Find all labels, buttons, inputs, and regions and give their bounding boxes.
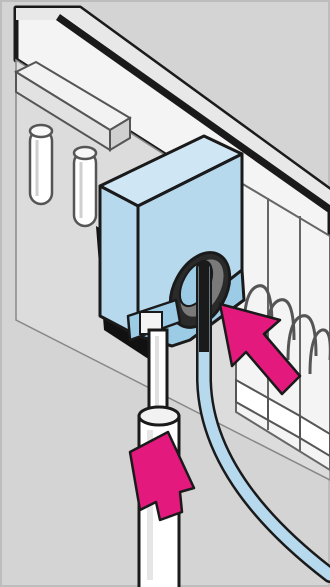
pin-1 [30,125,52,204]
pin-2 [74,147,96,226]
wire-conductor [199,262,209,352]
